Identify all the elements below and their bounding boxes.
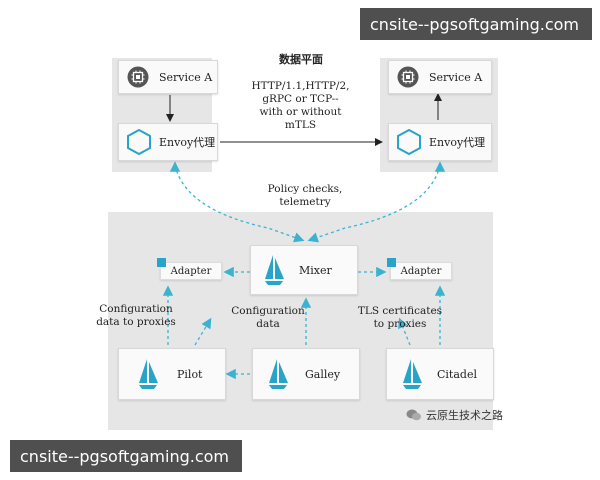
- protocol-line-2: gRPC or TCP--: [262, 93, 339, 105]
- config-left-line-2: data to proxies: [96, 316, 176, 328]
- left-adapter-box: Adapter: [160, 262, 222, 280]
- galley-box: Galley: [252, 348, 360, 400]
- right-adapter-label: Adapter: [400, 265, 442, 277]
- right-envoy-mixer-curve: [307, 164, 441, 243]
- tls-line-2: to proxies: [373, 318, 427, 330]
- config-left-line-1: Configuration: [99, 303, 173, 315]
- wechat-icon: [406, 407, 422, 421]
- citadel-label: Citadel: [437, 367, 477, 381]
- protocol-line-3: with or without: [259, 106, 342, 118]
- left-service-box: Service A: [118, 60, 218, 94]
- watermark-bottom: cnsite--pgsoftgaming.com: [10, 440, 242, 472]
- left-envoy-label: Envoy代理: [159, 136, 216, 149]
- sailboat-icon: [265, 255, 284, 285]
- config-mid-line-2: data: [256, 318, 280, 330]
- left-adapter-label: Adapter: [170, 265, 212, 277]
- right-service-box: Service A: [388, 60, 492, 94]
- right-adapter-icon: [387, 258, 396, 267]
- sailboat-icon: [403, 359, 422, 389]
- mixer-label: Mixer: [299, 263, 332, 277]
- sailboat-icon: [269, 359, 288, 389]
- citadel-box: Citadel: [386, 348, 494, 400]
- citadel-tls-arrow: [398, 317, 411, 346]
- pilot-box: Pilot: [118, 348, 226, 400]
- left-envoy-box: Envoy代理: [118, 123, 218, 161]
- protocol-line-1: HTTP/1.1,HTTP/2,: [251, 80, 350, 92]
- right-envoy-label: Envoy代理: [429, 136, 486, 149]
- hexagon-icon: [397, 129, 421, 155]
- tls-line-1: TLS certificates: [357, 305, 443, 317]
- policy-line-1: Policy checks,: [267, 183, 343, 195]
- watermark-top: cnsite--pgsoftgaming.com: [360, 8, 592, 40]
- right-service-label: Service A: [429, 70, 483, 84]
- left-service-label: Service A: [159, 70, 213, 84]
- left-adapter-icon: [157, 258, 166, 267]
- galley-label: Galley: [305, 367, 341, 381]
- config-mid-line-1: Configuration: [231, 305, 305, 317]
- pilot-label: Pilot: [177, 367, 203, 381]
- mixer-box: Mixer: [250, 245, 358, 295]
- chip-icon: [127, 66, 149, 88]
- right-envoy-box: Envoy代理: [388, 123, 492, 161]
- sailboat-icon: [139, 359, 158, 389]
- protocol-line-4: mTLS: [284, 119, 317, 131]
- right-adapter-box: Adapter: [390, 262, 452, 280]
- credit-text: 云原生技术之路: [426, 409, 503, 422]
- hexagon-icon: [127, 129, 151, 155]
- pilot-config-arrow: [194, 317, 212, 346]
- policy-line-2: telemetry: [279, 196, 331, 208]
- chip-icon: [397, 66, 419, 88]
- data-plane-title: 数据平面: [279, 53, 323, 66]
